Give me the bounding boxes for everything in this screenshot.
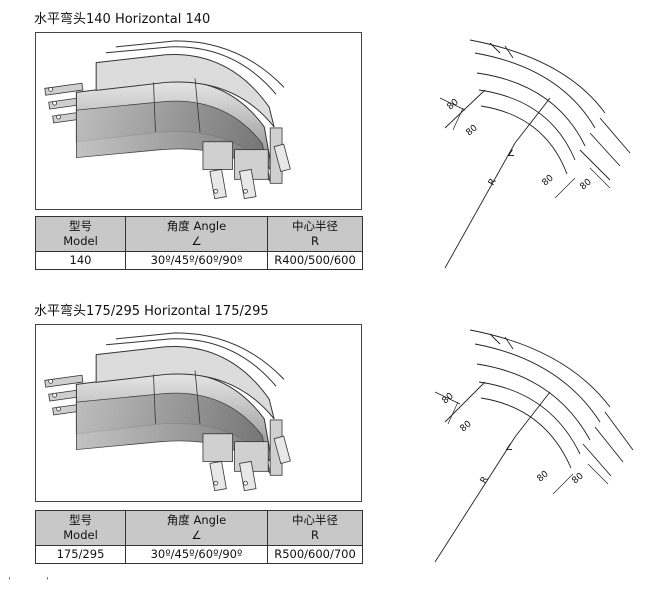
busway-elbow-illustration <box>44 332 291 492</box>
header-angle: 角度 Angle∠ <box>125 510 268 546</box>
elbow-dimension-drawing: 80 80 80 80 R ∠ <box>434 329 634 563</box>
footer-mark: ' <box>46 576 49 587</box>
svg-text:80: 80 <box>579 177 594 192</box>
svg-text:∠: ∠ <box>505 443 513 453</box>
svg-text:80: 80 <box>536 469 551 484</box>
technical-drawing: 80 80 80 80 R ∠ <box>405 312 665 572</box>
cell-angle: 30º/45º/60º/90º <box>125 251 268 270</box>
svg-text:80: 80 <box>541 173 556 188</box>
cell-model: 175/295 <box>35 545 126 564</box>
cell-model: 140 <box>35 251 126 270</box>
busway-elbow-illustration <box>44 40 291 200</box>
svg-text:80: 80 <box>446 97 461 112</box>
cell-radius: R500/600/700 <box>267 545 363 564</box>
product-photo <box>35 32 362 210</box>
svg-text:R: R <box>479 475 491 485</box>
svg-text:R: R <box>487 177 499 187</box>
cell-angle: 30º/45º/60º/90º <box>125 545 268 564</box>
header-angle: 角度 Angle∠ <box>125 216 268 252</box>
section-title: 水平弯头140 Horizontal 140 <box>34 12 211 27</box>
svg-text:80: 80 <box>459 419 474 434</box>
cell-radius: R400/500/600 <box>267 251 363 270</box>
technical-drawing: 80 80 80 80 R ∠ <box>405 18 665 278</box>
svg-text:80: 80 <box>465 123 480 138</box>
table-row: 175/295 30º/45º/60º/90º R500/600/700 <box>35 545 363 564</box>
svg-text:∠: ∠ <box>507 149 515 159</box>
svg-text:80: 80 <box>571 471 586 486</box>
product-photo <box>35 324 362 502</box>
elbow-dimension-drawing: 80 80 80 80 R ∠ <box>439 39 631 269</box>
section-title: 水平弯头175/295 Horizontal 175/295 <box>34 304 269 319</box>
svg-text:80: 80 <box>441 391 456 406</box>
table-row: 140 30º/45º/60º/90º R400/500/600 <box>35 251 363 270</box>
footer-mark: ' <box>8 576 11 587</box>
